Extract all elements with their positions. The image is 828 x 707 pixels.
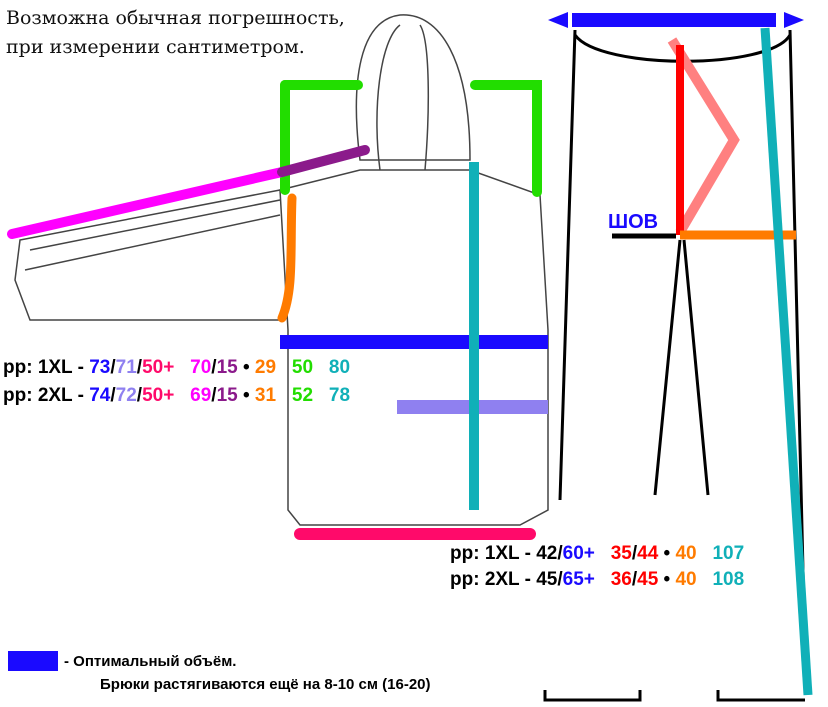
- size-prefix: рр: 1XL -: [3, 357, 90, 378]
- stretch-note: Брюки растягиваются ещё на 8-10 см (16-2…: [100, 676, 431, 693]
- size-value: /: [211, 357, 217, 378]
- size-value: /: [136, 357, 143, 378]
- size-value: •: [658, 569, 676, 590]
- size-prefix: рр: 2XL -: [3, 385, 90, 406]
- size-value: 44: [637, 543, 659, 564]
- size-value: 70: [174, 357, 212, 378]
- size-value: 69: [174, 385, 212, 406]
- jacket-size-row-1xl: рр: 1XL - 73/71/50+ 70/15 • 29 50 80: [3, 357, 350, 379]
- size-value: •: [237, 357, 255, 378]
- size-value: 78: [313, 385, 351, 406]
- size-prefix: рр: 1XL - 42/: [450, 543, 563, 564]
- legend-label: - Оптимальный объём.: [64, 653, 237, 670]
- size-value: 52: [276, 385, 314, 406]
- size-value: /: [136, 385, 143, 406]
- size-value: 40: [675, 543, 697, 564]
- pants-size-row-2xl: рр: 2XL - 45/65+ 36/45 • 40 108: [450, 569, 744, 591]
- size-value: 29: [254, 357, 277, 378]
- measure-lines: [7, 12, 813, 696]
- hoodie-outline: [14, 14, 549, 526]
- size-value: •: [658, 543, 676, 564]
- size-value: 60+: [562, 543, 595, 564]
- size-value: /: [110, 357, 116, 378]
- size-value: /: [631, 569, 638, 590]
- pants-size-row-1xl: рр: 1XL - 42/60+ 35/44 • 40 107: [450, 543, 744, 565]
- size-prefix: рр: 2XL - 45/: [450, 569, 563, 590]
- legend-swatch-blue: [8, 651, 58, 671]
- size-value: 31: [254, 385, 277, 406]
- size-value: 50: [276, 357, 314, 378]
- size-value: 107: [696, 543, 745, 564]
- size-value: 40: [675, 569, 697, 590]
- size-value: 74: [89, 385, 111, 406]
- size-value: 15: [216, 385, 238, 406]
- size-value: 35: [594, 543, 632, 564]
- size-value: /: [110, 385, 116, 406]
- size-value: 50+: [142, 385, 175, 406]
- measurement-note: Возможна обычная погрешность, при измере…: [6, 4, 345, 62]
- size-value: 80: [313, 357, 351, 378]
- size-value: 65+: [562, 569, 595, 590]
- note-line-2: при измерении сантиметром.: [6, 36, 305, 58]
- seam-label: ШОВ: [608, 211, 659, 233]
- size-value: 71: [115, 357, 137, 378]
- size-value: /: [631, 543, 638, 564]
- size-value: 72: [115, 385, 137, 406]
- note-line-1: Возможна обычная погрешность,: [6, 7, 345, 29]
- size-value: 36: [594, 569, 632, 590]
- size-value: 108: [696, 569, 745, 590]
- jacket-size-row-2xl: рр: 2XL - 74/72/50+ 69/15 • 31 52 78: [3, 385, 350, 407]
- pants-outline: [543, 29, 808, 702]
- size-value: 73: [89, 357, 111, 378]
- size-value: •: [237, 385, 255, 406]
- size-value: 50+: [142, 357, 175, 378]
- size-value: /: [211, 385, 217, 406]
- size-value: 15: [216, 357, 238, 378]
- size-value: 45: [637, 569, 659, 590]
